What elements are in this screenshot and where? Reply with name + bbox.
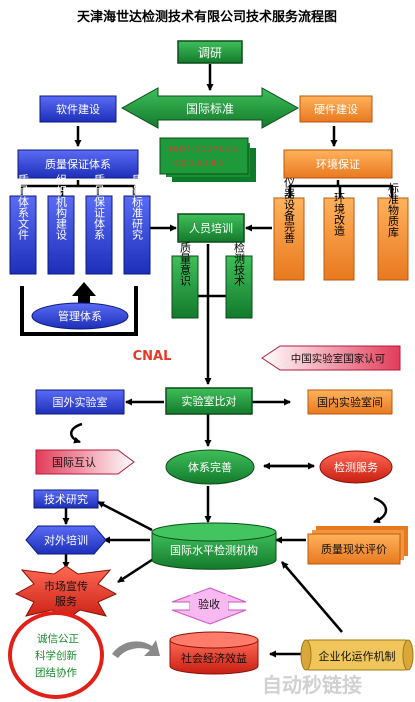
external-training-node: 对外培训 — [25, 525, 107, 555]
software-label: 软件建设 — [56, 102, 100, 116]
domestic-lab-box: 国内实验室间 — [307, 389, 393, 415]
qa-system-box: 质量保证体系 — [17, 149, 139, 179]
foreign-lab-label: 国外实验室 — [53, 395, 108, 409]
enterprise-ops-label: 企业化运作机制 — [319, 649, 396, 663]
org-build-box: 组织机构建设 — [47, 173, 75, 275]
instrument-box: 仪器设备完善 — [273, 177, 305, 281]
lab-compare-label: 实验室比对 — [182, 394, 237, 408]
quality-eval-label: 质量现状评价 — [321, 542, 387, 556]
social-benefit-label: 社会经济效益 — [181, 651, 247, 665]
acceptance-label: 验收 — [198, 597, 220, 611]
standard-code-2: CB15481 — [174, 159, 226, 168]
social-benefit-node: 社会经济效益 — [169, 631, 259, 675]
mutual-recog-arrow: 国际互认 — [35, 449, 135, 475]
environment-label: 环境保证 — [316, 157, 360, 171]
qa-sys-box: 质量保证体系 — [85, 174, 113, 275]
qa-std-research-box: 质量标准研究 — [123, 174, 151, 275]
qa-docs-box: 质量体系文件 — [9, 174, 37, 275]
test-tech-box: 检测技术 — [225, 241, 253, 319]
marketing-label-1: 市场宣传 — [44, 579, 88, 593]
intl-level-label: 国际水平检测机构 — [170, 543, 258, 557]
cnal-label: CNAL — [133, 349, 172, 364]
standard-docs: ISO/IEC17025 CB15481 — [159, 137, 256, 182]
arrow-enterprise-to-intl — [281, 561, 343, 633]
curl-foreign-to-recog — [70, 422, 83, 444]
enterprise-ops-node: 企业化运作机制 — [300, 639, 414, 671]
tech-research-label: 技术研究 — [44, 492, 88, 506]
mutual-recog-label: 国际互认 — [52, 456, 96, 469]
test-service-label: 检测服务 — [334, 460, 378, 474]
arrow-intl-to-research — [97, 500, 153, 532]
hardware-box: 硬件建设 — [299, 95, 373, 123]
system-complete-label: 体系完善 — [188, 460, 232, 474]
acceptance-node: 验收 — [171, 587, 247, 625]
china-accred-arrow: 中国实验室国家认可 — [261, 345, 401, 371]
china-accred-label: 中国实验室国家认可 — [291, 352, 386, 365]
qa-sys-label: 质量保证体系 — [93, 174, 106, 240]
quality-awareness-box: 质量意识 — [171, 242, 199, 319]
marketing-label-2: 服务 — [55, 595, 77, 608]
qa-docs-label: 质量体系文件 — [17, 174, 30, 241]
training-box: 人员培训 — [177, 213, 245, 243]
curl-test-to-eval — [373, 496, 388, 524]
training-label: 人员培训 — [189, 221, 233, 235]
standard-code-1: ISO/IEC17025 — [169, 145, 238, 154]
qa-std-research-label: 质量标准研究 — [131, 174, 144, 240]
lab-compare-box: 实验室比对 — [165, 387, 253, 415]
qa-system-label: 质量保证体系 — [45, 157, 111, 171]
external-training-label: 对外培训 — [44, 533, 88, 547]
env-improve-box: 环境改造 — [323, 192, 355, 281]
test-tech-label: 检测技术 — [233, 241, 246, 287]
page-title: 天津海世达检测技术有限公司技术服务流程图 — [77, 9, 337, 25]
values-circle: 诚信公正 科学创新 团结协作 — [8, 611, 104, 699]
research-label: 调研 — [198, 46, 222, 60]
ref-library-box: 标准物质库 — [377, 181, 409, 281]
hardware-label: 硬件建设 — [314, 102, 358, 116]
intl-level-node: 国际水平检测机构 — [151, 522, 277, 570]
values-label-2: 科学创新 — [35, 649, 77, 662]
values-curved-arrow — [112, 640, 160, 658]
foreign-lab-box: 国外实验室 — [35, 389, 125, 415]
software-box: 软件建设 — [39, 95, 117, 123]
mgmt-system-label: 管理体系 — [58, 309, 102, 323]
mgmt-system-group: 管理体系 — [20, 282, 138, 336]
quality-awareness-label: 质量意识 — [179, 242, 192, 286]
instrument-label: 仪器设备完善 — [283, 177, 296, 244]
system-complete-node: 体系完善 — [165, 449, 255, 485]
domestic-lab-label: 国内实验室间 — [317, 395, 383, 409]
qa-bracket — [20, 180, 136, 198]
environment-box: 环境保证 — [283, 149, 393, 179]
env-improve-label: 环境改造 — [333, 192, 346, 236]
values-label-3: 团结协作 — [35, 666, 77, 679]
quality-eval-docs: 质量现状评价 — [307, 526, 408, 565]
test-service-node: 检测服务 — [319, 450, 393, 484]
values-label-1: 诚信公正 — [37, 633, 79, 645]
ref-library-label: 标准物质库 — [387, 181, 400, 238]
connectors — [20, 64, 394, 658]
tech-research-box: 技术研究 — [33, 489, 99, 509]
intl-standard-arrow: 国际标准 — [120, 87, 300, 129]
arrow-intl-to-marketing — [117, 554, 159, 584]
research-box: 调研 — [177, 40, 243, 64]
watermark-text: 自动秒链接 — [262, 673, 362, 697]
org-build-label: 组织机构建设 — [55, 173, 68, 241]
intl-standard-label: 国际标准 — [186, 102, 234, 116]
env-bracket — [288, 180, 394, 198]
